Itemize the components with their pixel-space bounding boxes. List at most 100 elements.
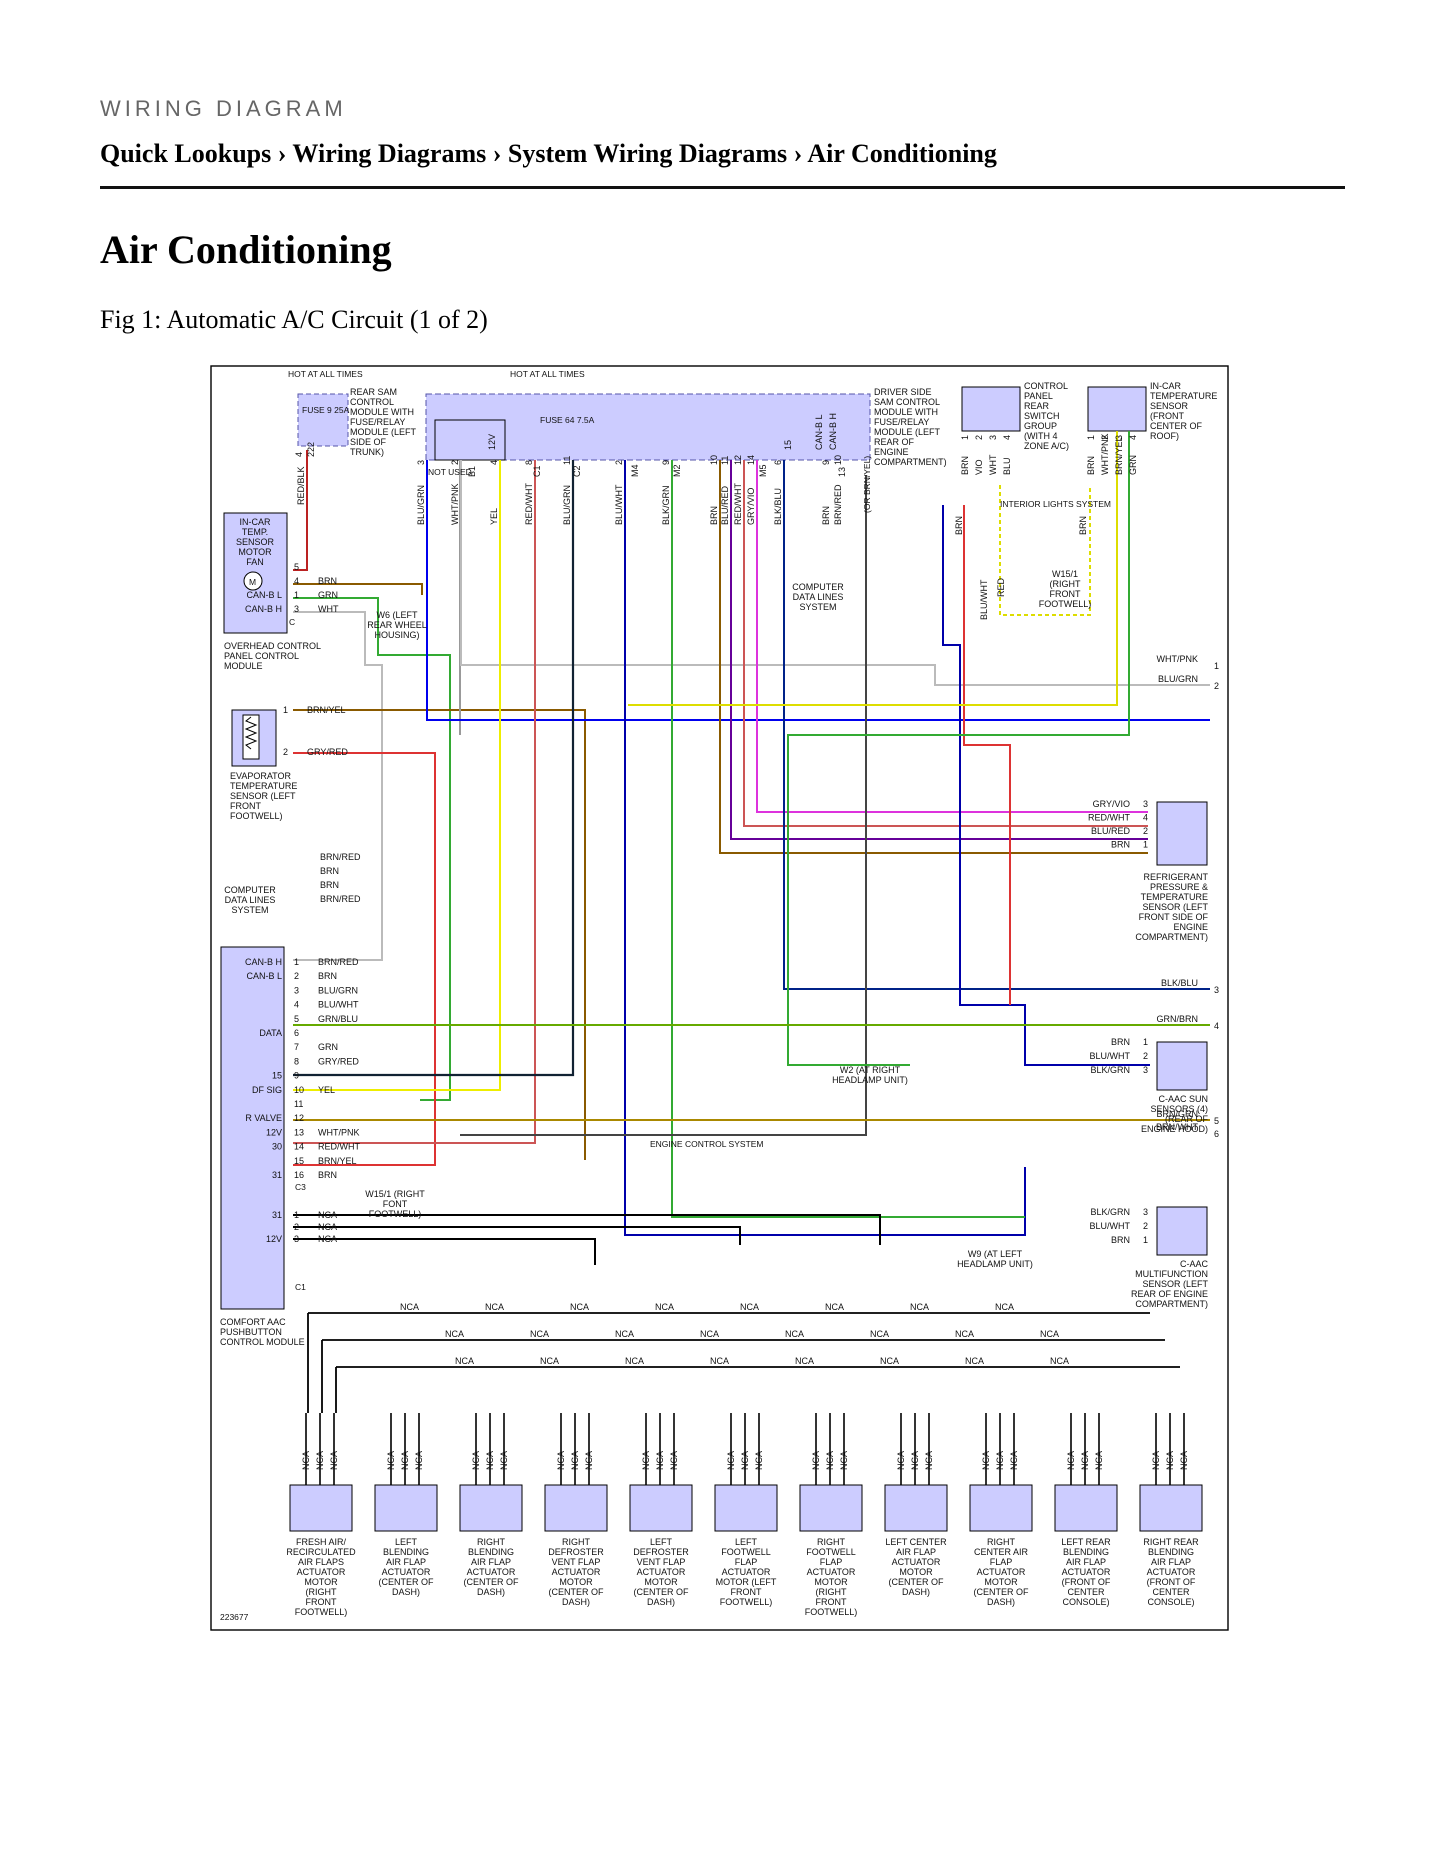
actuator-label-1-line-1: BLENDING bbox=[383, 1547, 429, 1557]
comfort-lower-wire-1: NCA bbox=[318, 1210, 337, 1220]
actuator-label-0-line-4: MOTOR bbox=[304, 1577, 338, 1587]
incar-fan-label-line-4: FAN bbox=[246, 557, 264, 567]
control-panel-label-line-6: ZONE A/C) bbox=[1024, 441, 1069, 451]
multi-pin-2: 2 bbox=[1143, 1221, 1148, 1231]
actuator-label-6-line-0: RIGHT bbox=[817, 1537, 846, 1547]
actuator-label-3-line-3: ACTUATOR bbox=[552, 1567, 601, 1577]
hot-at-all-times-label: HOT AT ALL TIMES bbox=[288, 369, 363, 379]
control-panel-label-line-5: (WITH 4 bbox=[1024, 431, 1058, 441]
actuator-label-9-line-5: CENTER bbox=[1067, 1587, 1105, 1597]
driver-sam-label-line-7: COMPARTMENT) bbox=[874, 457, 947, 467]
evaporator-label-line-3: FRONT bbox=[230, 801, 261, 811]
comfort-pin-16: 16 bbox=[294, 1170, 304, 1180]
comfort-pin-12: 12 bbox=[294, 1113, 304, 1123]
incar-sensor-pin-4: 4 bbox=[1128, 435, 1138, 440]
overhead-conn-label: C bbox=[289, 617, 295, 627]
comfort-pin-label-16: 31 bbox=[272, 1170, 282, 1180]
driver-sam-pin-1: 2 bbox=[450, 460, 460, 465]
sun-wire-3: BLK/GRN bbox=[1090, 1065, 1130, 1075]
control-panel-label-line-4: GROUP bbox=[1024, 421, 1057, 431]
sun-sensors-label-line-2: (REAR OF bbox=[1165, 1114, 1209, 1124]
actuator-label-10-line-6: CONSOLE) bbox=[1147, 1597, 1194, 1607]
actuator-label-0-line-2: AIR FLAPS bbox=[298, 1557, 344, 1567]
driver-sam-wire-1: WHT/PNK bbox=[450, 484, 460, 526]
roof-wire-3: RED bbox=[996, 577, 1006, 597]
multifunction-label-line-2: SENSOR (LEFT bbox=[1142, 1279, 1208, 1289]
cdl-top-label-line-2: SYSTEM bbox=[799, 602, 836, 612]
sun-pin-1: 1 bbox=[1143, 1037, 1148, 1047]
refrigerant-wire-3: GRY/VIO bbox=[1093, 799, 1130, 809]
multifunction-label-line-0: C-AAC bbox=[1180, 1259, 1209, 1269]
evaporator-label-line-2: SENSOR (LEFT bbox=[230, 791, 296, 801]
comfort-module-label-line-2: CONTROL MODULE bbox=[220, 1337, 305, 1347]
ground-w6-label-line-1: REAR WHEEL bbox=[367, 620, 427, 630]
comfort-pin-label-1: CAN-B H bbox=[245, 957, 282, 967]
driver-sam-top-0: 12V bbox=[487, 434, 497, 450]
driver-sam-pin-9: 12 bbox=[733, 455, 743, 465]
driver-sam-label-line-4: MODULE (LEFT bbox=[874, 427, 941, 437]
overhead-wire-4: BRN bbox=[318, 576, 337, 586]
nca-bus-label-2-3: NCA bbox=[710, 1356, 729, 1366]
actuator-label-7-line-5: DASH) bbox=[902, 1587, 930, 1597]
refrigerant-label-line-4: FRONT SIDE OF bbox=[1139, 912, 1209, 922]
nca-bus-label-2-1: NCA bbox=[540, 1356, 559, 1366]
ground-w15-1-module-label-line-1: FONT bbox=[383, 1199, 408, 1209]
driver-sam-pin-7: 10 bbox=[709, 455, 719, 465]
actuator-label-5-line-6: FOOTWELL) bbox=[720, 1597, 773, 1607]
nca-bus-label-1-6: NCA bbox=[955, 1329, 974, 1339]
driver-sam-pin-11: 6 bbox=[773, 460, 783, 465]
rear-sam-conn: 222 bbox=[306, 442, 316, 457]
actuator-label-2-line-0: RIGHT bbox=[477, 1537, 506, 1547]
actuator-label-3-line-1: DEFROSTER bbox=[548, 1547, 604, 1557]
driver-sam-pin-4: 11 bbox=[562, 456, 572, 465]
fuse-64-label: FUSE 64 7.5A bbox=[540, 415, 595, 425]
actuator-label-0-line-7: FOOTWELL) bbox=[295, 1607, 348, 1617]
overhead-panel-label-line-1: PANEL CONTROL bbox=[224, 651, 299, 661]
ground-w15-1-roof-label-line-0: W15/1 bbox=[1052, 569, 1078, 579]
actuator-label-4-line-4: MOTOR bbox=[644, 1577, 678, 1587]
incar-sensor-wire-3: BRN/YEL bbox=[1114, 436, 1124, 475]
nca-bus-label-0-3: NCA bbox=[655, 1302, 674, 1312]
driver-sam-wire-3: RED/WHT bbox=[524, 483, 534, 525]
nca-bus-label-2-0: NCA bbox=[455, 1356, 474, 1366]
control-panel-wire-1: BRN bbox=[960, 456, 970, 475]
breadcrumb[interactable]: Quick Lookups › Wiring Diagrams › System… bbox=[100, 139, 997, 168]
motor-symbol: M bbox=[249, 577, 256, 587]
nca-bus-label-1-4: NCA bbox=[785, 1329, 804, 1339]
actuator-label-2-line-5: DASH) bbox=[477, 1587, 505, 1597]
incar-sensor-pin-3: 3 bbox=[1114, 435, 1124, 440]
incar-temp-sensor-label-line-0: IN-CAR bbox=[1150, 381, 1181, 391]
fuse-9-label: FUSE 9 25A bbox=[302, 405, 350, 415]
actuator-label-8-line-4: MOTOR bbox=[984, 1577, 1018, 1587]
actuator-label-0-line-5: (RIGHT bbox=[306, 1587, 337, 1597]
ground-w6-label-line-2: HOUSING) bbox=[375, 630, 420, 640]
not-used-label: NOT USED bbox=[428, 467, 472, 477]
comfort-pin-label-9: 15 bbox=[272, 1071, 282, 1081]
actuator-label-9-line-4: (FRONT OF bbox=[1062, 1577, 1111, 1587]
actuator-label-3-line-0: RIGHT bbox=[562, 1537, 591, 1547]
actuator-label-3-line-2: VENT FLAP bbox=[552, 1557, 601, 1567]
incar-sensor-wire-1: BRN bbox=[1086, 456, 1096, 475]
cdl-wire-3: BRN/RED bbox=[320, 894, 361, 904]
rear-sam-label-line-0: REAR SAM bbox=[350, 387, 397, 397]
driver-sam-label-line-1: SAM CONTROL bbox=[874, 397, 940, 407]
refrigerant-wire-4: RED/WHT bbox=[1088, 813, 1130, 823]
actuator-label-4-line-0: LEFT bbox=[650, 1537, 673, 1547]
driver-sam-wire-5: BLU/WHT bbox=[614, 484, 624, 525]
nca-bus-label-1-3: NCA bbox=[700, 1329, 719, 1339]
nca-bus-label-0-0: NCA bbox=[400, 1302, 419, 1312]
incar-sensor-pin-2: 2 bbox=[1100, 435, 1110, 440]
actuator-label-10-line-3: ACTUATOR bbox=[1147, 1567, 1196, 1577]
refrigerant-label-line-0: REFRIGERANT bbox=[1143, 872, 1208, 882]
actuator-label-6-line-2: FLAP bbox=[820, 1557, 843, 1567]
actuator-box-9 bbox=[1054, 1484, 1118, 1532]
sun-wire-2: BLU/WHT bbox=[1090, 1051, 1131, 1061]
actuator-label-0-line-0: FRESH AIR/ bbox=[296, 1537, 347, 1547]
actuator-label-7-line-4: (CENTER OF bbox=[889, 1577, 945, 1587]
ground-w2-label-line-0: W2 (AT RIGHT bbox=[840, 1065, 901, 1075]
actuator-label-6-line-6: FRONT bbox=[816, 1597, 847, 1607]
rear-sam-pin: 4 bbox=[294, 452, 304, 457]
driver-sam-top-3: CAN-B H bbox=[828, 413, 838, 450]
driver-sam-conn-2: C2 bbox=[572, 465, 582, 477]
offpage-ref-2: 2 bbox=[1214, 681, 1219, 691]
